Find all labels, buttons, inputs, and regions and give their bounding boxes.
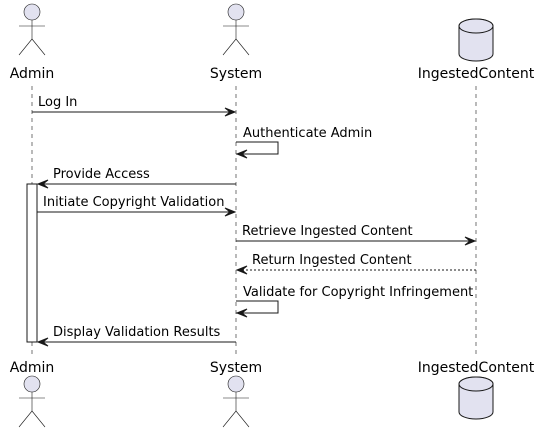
admin-actor-top: Admin [10, 3, 55, 82]
system-label-bottom: System [210, 360, 262, 376]
actor-leg-icon [222, 410, 237, 428]
message-label: Log In [38, 95, 77, 110]
admin-label-top: Admin [10, 66, 55, 82]
arrowhead-icon [36, 179, 49, 189]
actor-head-icon [23, 3, 41, 21]
admin-label-bottom: Admin [10, 360, 55, 376]
arrowhead-icon [235, 149, 248, 159]
actor-leg-icon [235, 410, 250, 428]
message: Provide Access [36, 167, 236, 189]
message-label: Provide Access [53, 167, 150, 182]
message-label: Validate for Copyright Infringement [243, 285, 473, 300]
arrowhead-icon [224, 107, 237, 117]
actor-head-icon [227, 375, 245, 393]
actor-leg-icon [31, 410, 46, 428]
participants-bottom: Admin System IngestedContent [10, 360, 535, 428]
content-database-bottom: IngestedContent [418, 360, 535, 420]
arrowhead-icon [36, 337, 49, 347]
arrowhead-icon [224, 207, 237, 217]
arrowhead-icon [235, 308, 248, 318]
message-label: Display Validation Results [53, 325, 221, 340]
message-label: Authenticate Admin [243, 126, 372, 141]
participants-top: Admin System IngestedContent [10, 3, 535, 82]
admin-activation-bar [26, 183, 38, 343]
actor-head-icon [227, 3, 245, 21]
actor-leg-icon [31, 38, 46, 56]
message-label: Retrieve Ingested Content [242, 224, 413, 239]
activation-bars [26, 183, 38, 343]
content-database-top: IngestedContent [418, 18, 535, 82]
message: Initiate Copyright Validation [37, 195, 237, 217]
actor-leg-icon [18, 410, 33, 428]
message: Authenticate Admin [235, 126, 372, 159]
message-arrow [236, 300, 279, 314]
database-top-icon [458, 18, 494, 34]
content-label-bottom: IngestedContent [418, 360, 535, 376]
system-actor-top: System [210, 3, 262, 82]
database-top-icon [458, 376, 494, 392]
message: Log In [32, 95, 237, 117]
message: Display Validation Results [36, 325, 236, 347]
actor-head-icon [23, 375, 41, 393]
system-label-top: System [210, 66, 262, 82]
actor-leg-icon [222, 38, 237, 56]
actor-leg-icon [235, 38, 250, 56]
arrowhead-icon [464, 236, 477, 246]
actor-leg-icon [18, 38, 33, 56]
content-label-top: IngestedContent [418, 66, 535, 82]
admin-actor-bottom: Admin [10, 360, 55, 428]
message-label: Initiate Copyright Validation [43, 195, 224, 210]
arrowhead-icon [235, 265, 248, 275]
message: Retrieve Ingested Content [236, 224, 477, 246]
message: Return Ingested Content [235, 253, 476, 275]
message: Validate for Copyright Infringement [235, 285, 473, 318]
message-arrow [236, 141, 279, 155]
message-label: Return Ingested Content [252, 253, 412, 268]
system-actor-bottom: System [210, 360, 262, 428]
